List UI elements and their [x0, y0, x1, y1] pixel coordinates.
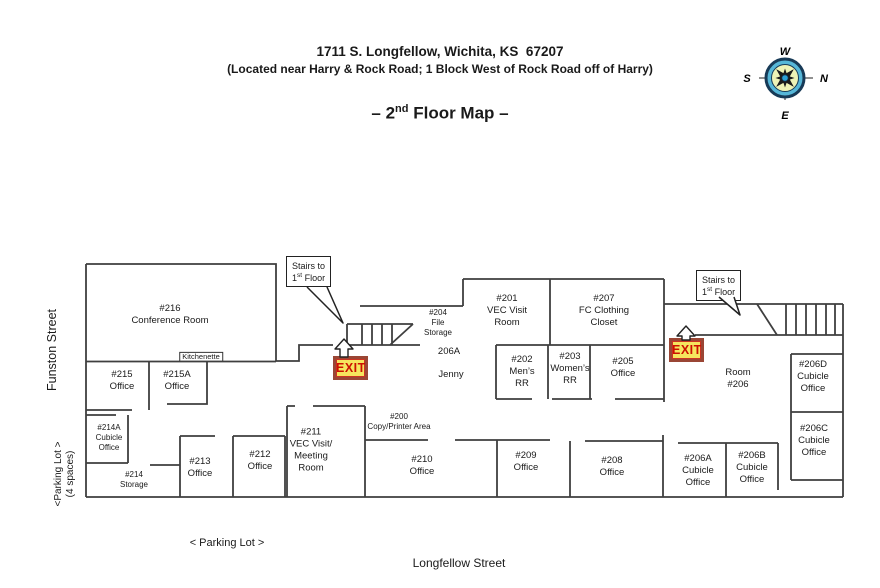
room-label-203: #203 Women’s RR — [550, 351, 590, 386]
room-label-212: #212 Office — [247, 449, 273, 472]
address-line-2: (Located near Harry & Rock Road; 1 Block… — [227, 62, 653, 76]
exit-sign-left: EXIT — [333, 356, 368, 380]
room-label-202: #202 Men’s RR — [509, 354, 535, 389]
area-label-206a: 206A — [437, 346, 461, 358]
room-label-211: #211 VEC Visit/ Meeting Room — [289, 426, 333, 473]
stairs-callout-right-rest: Floor — [712, 287, 736, 298]
room-label-205: #205 Office — [610, 356, 636, 379]
street-label-funston: Funston Street — [45, 309, 59, 391]
room-label-206c: #206C Cubicle Office — [798, 423, 830, 458]
room-label-206d: #206D Cubicle Office — [797, 359, 829, 394]
address-line-1: 1711 S. Longfellow, Wichita, KS 67207 — [316, 44, 564, 59]
room-label-210: #210 Office — [409, 454, 435, 477]
stairs-callout-right-line1: Stairs to — [702, 275, 736, 285]
callout-pointer-left — [306, 286, 344, 324]
exit-arrow-left-icon — [334, 338, 354, 358]
stairs-callout-left: Stairs to 1st Floor — [286, 256, 332, 288]
room-label-213: #213 Office — [187, 456, 213, 479]
room-label-216: #216 Conference Room — [131, 303, 209, 326]
title-post: Floor Map – — [408, 103, 509, 123]
title-pre: – 2 — [371, 103, 396, 123]
title-superscript: nd — [395, 103, 409, 115]
room-label-214: #214 Storage — [119, 470, 149, 489]
room-label-215a: #215A Office — [163, 369, 191, 392]
label-jenny: Jenny — [438, 369, 464, 381]
exit-sign-right: EXIT — [669, 338, 704, 362]
room-label-208: #208 Office — [599, 455, 625, 478]
room-label-207: #207 FC Clothing Closet — [578, 293, 630, 328]
room-label-214a: #214A Cubicle Office — [95, 423, 123, 452]
room-label-200: #200 Copy/Printer Area — [367, 412, 431, 431]
room-label-209: #209 Office — [513, 450, 539, 473]
stairs-callout-left-line1: Stairs to — [292, 261, 326, 271]
room-label-204: #204 File Storage — [423, 308, 453, 337]
room-label-206b-cubicle: #206B Cubicle Office — [736, 450, 768, 485]
room-label-206: Room #206 — [725, 367, 751, 390]
street-label-longfellow: Longfellow Street — [412, 556, 506, 570]
room-label-215: #215 Office — [109, 369, 135, 392]
room-label-201: #201 VEC Visit Room — [487, 293, 527, 328]
room-label-kitchenette: Kitchenette — [179, 351, 223, 363]
page-title: – 2nd Floor Map – — [0, 103, 880, 124]
room-label-206a-cubicle: #206A Cubicle Office — [682, 453, 714, 488]
stairs-callout-right: Stairs to 1st Floor — [696, 270, 742, 302]
parking-lot-left-label: <Parking Lot > (4 spaces) — [53, 441, 76, 507]
parking-lot-bottom-label: < Parking Lot > — [189, 537, 265, 549]
stairs-callout-left-rest: Floor — [302, 273, 326, 284]
